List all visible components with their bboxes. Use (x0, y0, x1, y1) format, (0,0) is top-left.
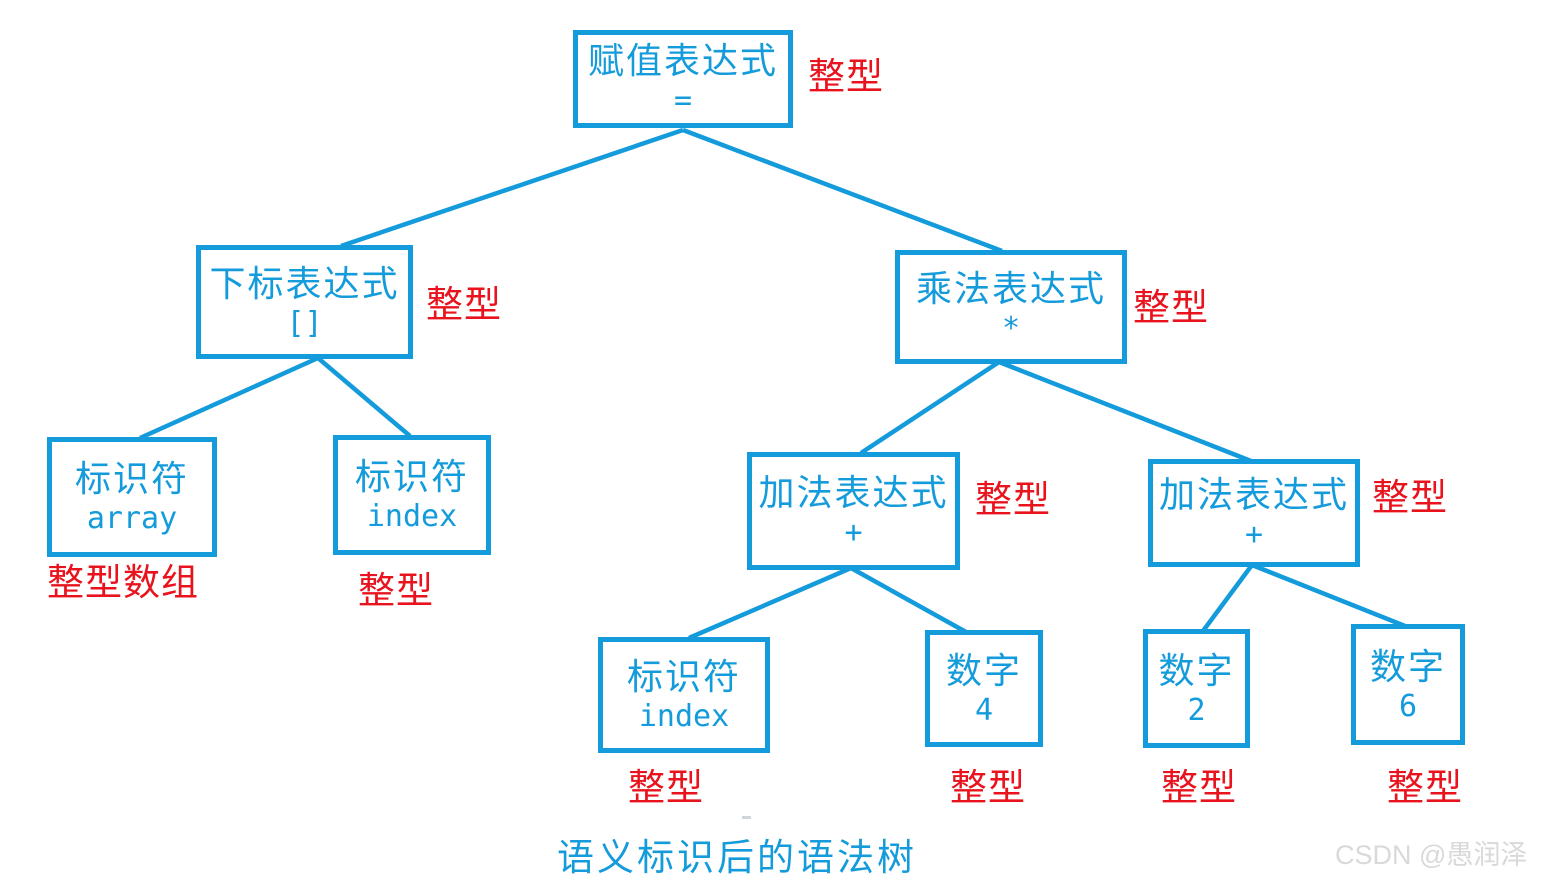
node-symbol: [] (286, 306, 323, 342)
node-symbol: * (1001, 311, 1021, 347)
node-symbol: + (1244, 517, 1264, 553)
node-title: 加法表达式 (1158, 475, 1349, 516)
tree-node-number-4: 数字 4 (925, 630, 1043, 747)
tree-node-identifier-index: 标识符 index (333, 435, 491, 555)
type-annotation-add-right: 整型 (1372, 478, 1448, 519)
node-title: 数字 (1369, 646, 1446, 687)
tree-node-identifier-index-2: 标识符 index (598, 637, 770, 753)
tree-node-number-2: 数字 2 (1143, 629, 1250, 748)
type-annotation-num-4: 整型 (950, 768, 1026, 809)
node-symbol: array (86, 501, 178, 537)
edge-multiply-addleft (859, 360, 1001, 455)
node-symbol: 6 (1398, 688, 1418, 724)
type-annotation-num-6: 整型 (1387, 768, 1463, 809)
node-symbol: 4 (974, 692, 994, 728)
node-symbol: index (638, 699, 730, 735)
node-symbol: 2 (1187, 692, 1206, 728)
stray-mark (742, 816, 751, 819)
csdn-watermark: CSDN @愚润泽 (1335, 840, 1528, 870)
tree-node-subscript-expression: 下标表达式 [] (196, 245, 413, 359)
edge-addright-num6 (1251, 562, 1406, 629)
node-title: 数字 (945, 650, 1022, 691)
node-title: 加法表达式 (758, 473, 949, 514)
type-annotation-assign: 整型 (808, 57, 884, 98)
type-annotation-index-2: 整型 (628, 768, 704, 809)
edge-multiply-addright (998, 359, 1252, 464)
edge-assign-subscript (340, 127, 684, 249)
node-symbol: + (844, 515, 863, 551)
tree-node-multiply-expression: 乘法表达式 * (895, 250, 1127, 364)
edge-addright-num2 (1201, 563, 1254, 633)
type-annotation-index: 整型 (358, 571, 434, 612)
node-title: 标识符 (626, 657, 741, 698)
node-symbol: index (366, 499, 458, 535)
edge-addleft-num4 (849, 566, 968, 634)
node-title: 数字 (1158, 650, 1235, 691)
tree-node-identifier-array: 标识符 array (47, 437, 217, 557)
node-symbol: = (673, 83, 693, 119)
node-title: 乘法表达式 (915, 269, 1106, 310)
node-title: 赋值表达式 (587, 41, 778, 82)
type-annotation-multiply: 整型 (1133, 288, 1209, 329)
edge-addleft-index (688, 565, 852, 641)
type-annotation-array: 整型数组 (47, 563, 199, 604)
tree-node-assign-expression: 赋值表达式 = (573, 30, 793, 128)
diagram-caption: 语义标识后的语法树 (557, 838, 917, 879)
type-annotation-subscript: 整型 (426, 285, 502, 326)
tree-node-number-6: 数字 6 (1351, 624, 1465, 745)
edge-subscript-index (316, 356, 412, 438)
node-title: 标识符 (354, 457, 469, 498)
tree-node-add-expression-left: 加法表达式 + (747, 452, 960, 570)
tree-node-add-expression-right: 加法表达式 + (1148, 459, 1360, 567)
node-title: 下标表达式 (209, 264, 400, 305)
type-annotation-num-2: 整型 (1161, 768, 1237, 809)
edge-subscript-array (139, 355, 319, 441)
type-annotation-add-left: 整型 (975, 480, 1051, 521)
node-title: 标识符 (74, 459, 189, 500)
edge-assign-multiply (682, 127, 1003, 254)
